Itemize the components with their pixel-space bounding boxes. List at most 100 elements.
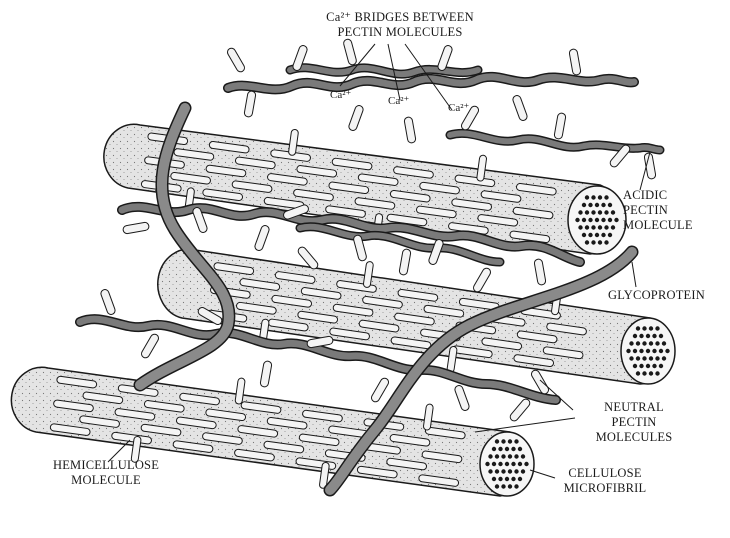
cellulose-chain-dot — [514, 469, 518, 473]
neutral-pectin-stub — [454, 384, 470, 411]
cellulose-chain-dot — [595, 218, 599, 222]
cellulose-chain-dot — [639, 364, 643, 368]
neutral-pectin-stub — [399, 249, 411, 276]
cellulose-chain-dot — [578, 210, 582, 214]
cellulose-chain-dot — [629, 356, 633, 360]
cellulose-chain-dot — [585, 210, 589, 214]
cellulose-chain-dot — [652, 334, 656, 338]
cellulose-chain-dot — [659, 349, 663, 353]
cellulose-chain-dot — [655, 371, 659, 375]
cellulose-chain-dot — [598, 195, 602, 199]
cellulose-line1: CELLULOSE — [555, 466, 655, 481]
cellulose-chain-dot — [604, 210, 608, 214]
cellulose-chain-dot — [598, 210, 602, 214]
cellulose-chain-dot — [511, 447, 515, 451]
neutral-line3: MOLECULES — [578, 430, 690, 445]
cellulose-chain-dot — [485, 462, 489, 466]
glycoprotein-label: GLYCOPROTEIN — [608, 288, 705, 303]
neutral-pectin-stub — [140, 333, 160, 360]
neutral-pectin-stub — [472, 267, 492, 294]
cellulose-chain-dot — [604, 225, 608, 229]
neutral-pectin-stub — [348, 104, 364, 131]
cellulose-line2: MICROFIBRIL — [555, 481, 655, 496]
cellulose-chain-dot — [585, 195, 589, 199]
cellulose-chain-dot — [514, 484, 518, 488]
cellulose-chain-dot — [495, 439, 499, 443]
ca-ion-label-1: Ca²⁺ — [330, 88, 351, 101]
cellulose-chain-dot — [488, 454, 492, 458]
cellulose-chain-dot — [591, 195, 595, 199]
cellulose-chain-dot — [633, 349, 637, 353]
cellulose-chain-dot — [508, 454, 512, 458]
cellulose-chain-dot — [501, 484, 505, 488]
neutral-line1: NEUTRAL — [578, 400, 690, 415]
cellulose-chain-dot — [646, 334, 650, 338]
acidic-pectin-label: ACIDIC PECTIN MOLECULE — [623, 188, 693, 233]
cellulose-chain-dot — [652, 364, 656, 368]
neutral-pectin-stub — [512, 94, 528, 121]
cellulose-chain-dot — [629, 341, 633, 345]
cellulose-chain-dot — [524, 462, 528, 466]
cellulose-chain-dot — [588, 218, 592, 222]
cellulose-chain-dot — [662, 341, 666, 345]
cellulose-chain-dot — [505, 477, 509, 481]
cellulose-chain-dot — [655, 341, 659, 345]
hemicellulose-label: HEMICELLULOSE MOLECULE — [46, 458, 166, 488]
cellulose-chain-dot — [495, 484, 499, 488]
cellulose-chain-dot — [585, 225, 589, 229]
cellulose-chain-dot — [636, 371, 640, 375]
cellulose-chain-dot — [488, 469, 492, 473]
neutral-pectin-stub — [644, 153, 656, 180]
cellulose-chain-dot — [636, 356, 640, 360]
neutral-pectin-stub — [226, 47, 246, 74]
cellulose-chain-dot — [511, 462, 515, 466]
neutral-pectin-stub — [307, 336, 334, 348]
cellulose-chain-dot — [611, 225, 615, 229]
cellulose-chain-dot — [521, 469, 525, 473]
cellulose-chain-dot — [585, 240, 589, 244]
cellulose-chain-dot — [578, 225, 582, 229]
cellulose-chain-dot — [614, 218, 618, 222]
ca-bridges-line1: Ca²⁺ BRIDGES BETWEEN — [285, 10, 515, 25]
cellulose-chain-dot — [642, 326, 646, 330]
cellulose-chain-dot — [652, 349, 656, 353]
cellulose-chain-dot — [642, 356, 646, 360]
cellulose-chain-dot — [633, 334, 637, 338]
cellulose-chain-dot — [636, 326, 640, 330]
neutral-pectin-stub — [509, 397, 532, 422]
cellulose-chain-dot — [501, 469, 505, 473]
cellulose-chain-dot — [639, 349, 643, 353]
cellulose-chain-dot — [498, 462, 502, 466]
cellulose-chain-dot — [508, 469, 512, 473]
cellulose-chain-dot — [498, 447, 502, 451]
cellulose-chain-dot — [598, 225, 602, 229]
neutral-pectin-stub — [244, 91, 256, 118]
cellulose-chain-dot — [508, 484, 512, 488]
cellulose-chain-dot — [518, 477, 522, 481]
neutral-pectin-stub — [554, 113, 566, 140]
cellulose-chain-dot — [582, 218, 586, 222]
cellulose-chain-dot — [649, 371, 653, 375]
cellulose-chain-dot — [601, 218, 605, 222]
cellulose-chain-dot — [501, 439, 505, 443]
cellulose-chain-dot — [642, 371, 646, 375]
cellulose-chain-dot — [659, 364, 663, 368]
cellulose-chain-dot — [604, 240, 608, 244]
neutral-pectin-stub — [534, 259, 546, 286]
cellulose-chain-dot — [588, 203, 592, 207]
cellulose-chain-dot — [611, 210, 615, 214]
cellulose-chain-dot — [511, 477, 515, 481]
cellulose-chain-dot — [604, 195, 608, 199]
neutral-line2: PECTIN — [578, 415, 690, 430]
cellulose-chain-dot — [608, 203, 612, 207]
cellulose-chain-dot — [608, 233, 612, 237]
cellulose-chain-dot — [601, 233, 605, 237]
ca-ion-label-2: Ca²⁺ — [388, 94, 409, 107]
cellulose-chain-dot — [598, 240, 602, 244]
neutral-pectin-stub — [123, 222, 150, 234]
cellulose-chain-dot — [492, 447, 496, 451]
ca-ion-label-3: Ca²⁺ — [448, 101, 469, 114]
neutral-pectin-stub — [370, 377, 390, 404]
acidic-line3: MOLECULE — [623, 218, 693, 233]
cellulose-chain-dot — [601, 203, 605, 207]
